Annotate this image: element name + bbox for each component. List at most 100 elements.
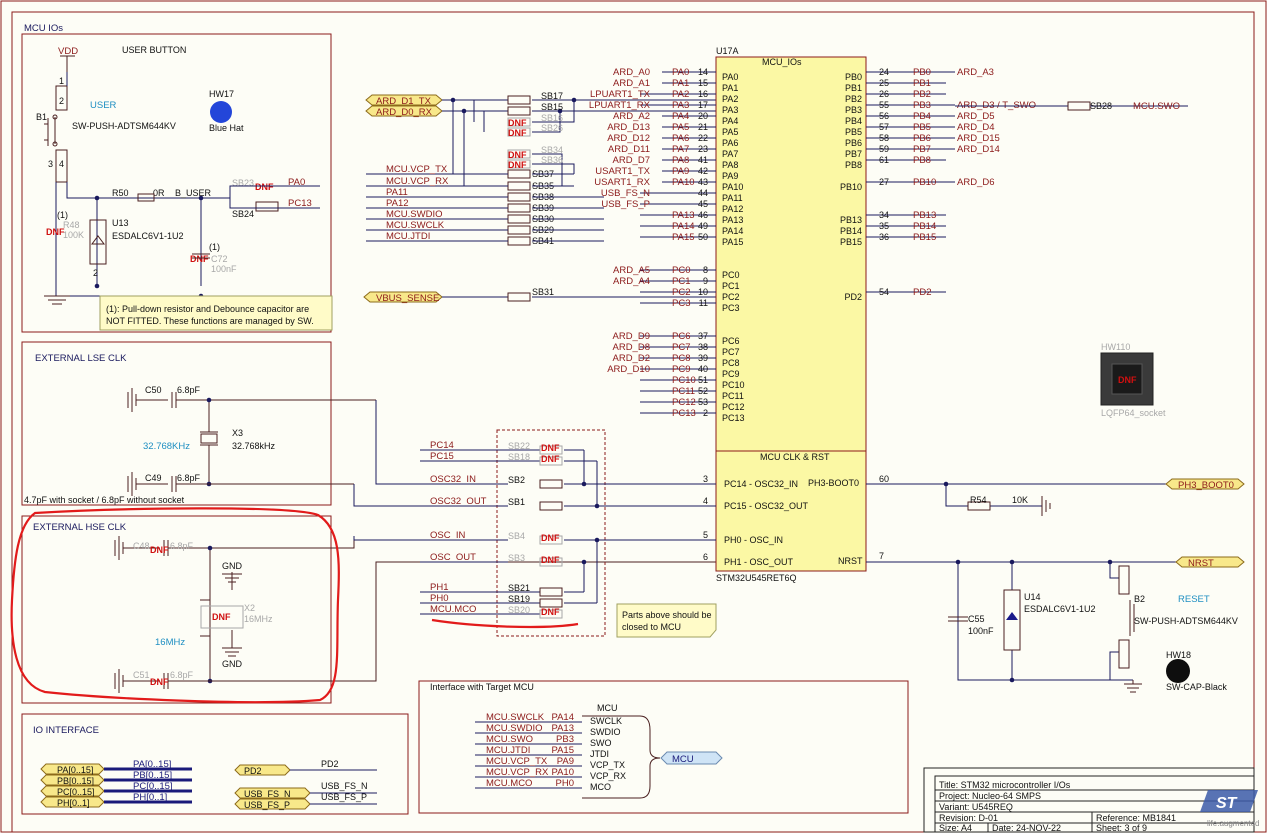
u17a-pin-number: 61 (879, 155, 889, 165)
sb28-symbol (1067, 101, 1091, 111)
clk-solder-bridge-ref: SB18 (508, 452, 530, 462)
mcu-interface-pin: PB3 (556, 734, 574, 745)
u14-body (1003, 589, 1021, 651)
junction (1107, 559, 1113, 565)
solder-bridge-dnf: DNF (508, 118, 527, 128)
solder-bridge (507, 149, 531, 159)
u13-body (89, 219, 107, 265)
left-net-labels: MCU.VCP_TXMCU.VCP_RXPA11PA12MCU.SWDIOMCU… (366, 164, 508, 242)
clk-solder-bridge (539, 501, 563, 511)
r50-symbol (137, 193, 155, 202)
sb24-ref: SB24 (232, 209, 254, 219)
u17a-pin-name: PC1 (722, 281, 740, 291)
mcu-interface-signal: VCP_RX (590, 771, 626, 781)
nrst-pin-name: NRST (838, 556, 863, 566)
solder-bridge (507, 225, 531, 235)
user-button-frame (21, 33, 332, 333)
vbus-sense-flag[interactable] (363, 291, 443, 303)
u17a-pin-net: PB15 (913, 232, 936, 243)
b2-pins-34 (1118, 639, 1130, 669)
mcu-interface-pin: PA14 (551, 712, 574, 723)
u14-ref: U14 (1024, 592, 1041, 602)
u17a-pin-net: PC12 (672, 397, 696, 408)
b1-pin4: 4 (59, 159, 64, 169)
mcu-interface-pin: PA15 (551, 745, 574, 756)
port-pb-flag[interactable] (40, 774, 105, 786)
lse-frame (21, 341, 332, 506)
u17a-pin-number: 20 (698, 111, 708, 121)
left-net-name: MCU.SWCLK (386, 220, 445, 231)
port-ph-flag[interactable] (40, 796, 105, 808)
b1-ref: B1 (36, 112, 47, 122)
boot0-pin-num: 60 (879, 474, 889, 484)
port-pc-label: PC[0..15] (57, 787, 95, 797)
u17a-pin-net: PA4 (672, 111, 689, 122)
u17a-pin-net: PA5 (672, 122, 689, 133)
u17a-pin-number: 24 (879, 67, 889, 77)
u17a-pin-name: PA9 (722, 171, 738, 181)
sb24-symbol (255, 201, 279, 212)
u17a-pin-signal: ARD_A1 (613, 78, 650, 89)
u17a-pin-number: 41 (698, 155, 708, 165)
bus-ph-label: PH[0..1] (133, 792, 167, 803)
boot0-flag[interactable] (1165, 478, 1245, 490)
u17a-pin-name: PB2 (845, 94, 862, 104)
u17a-clk-pin-name: PC14 - OSC32_IN (724, 479, 798, 489)
u17a-pin-name: PC3 (722, 303, 740, 313)
pd2-flag[interactable] (234, 764, 291, 776)
x2-crystal (200, 605, 244, 629)
u17a-pin-name: PB5 (845, 127, 862, 137)
u17a-pin-name: PA14 (722, 226, 743, 236)
clk-net-name: PH0 (430, 593, 448, 604)
lse-title: EXTERNAL LSE CLK (35, 353, 127, 364)
clk-solder-bridge (539, 456, 563, 466)
mcu-interface-net: MCU.JTDI (486, 745, 530, 756)
junction (571, 97, 577, 103)
u13-pin2: 2 (93, 268, 98, 278)
usb-n-flag[interactable] (234, 787, 311, 799)
junction (207, 545, 213, 551)
r48-ref: R48 (63, 220, 80, 230)
clk-solder-bridge-ref: SB22 (508, 441, 530, 451)
u17a-pin-net: PB4 (913, 111, 931, 122)
ard-d0-flag[interactable] (365, 105, 443, 117)
u17a-pin-number: 52 (698, 386, 708, 396)
u17a-pin-signal: ARD_A2 (613, 111, 650, 122)
port-pa-flag[interactable] (40, 763, 105, 775)
c72-dnf: DNF (190, 254, 209, 264)
x3-wires (200, 400, 218, 484)
lse-freq: 32.768KHz (143, 441, 190, 452)
u17a-pin-net: PC10 (672, 375, 696, 386)
clk-net-name: PH1 (430, 582, 448, 593)
u17a-pin-name: PC8 (722, 358, 740, 368)
solder-bridge-ref: SB17 (541, 91, 563, 101)
c49-ref: C49 (145, 473, 162, 483)
u17a-pin-number: 2 (703, 408, 708, 418)
clk-net-name: OSC32_IN (430, 474, 476, 485)
left-net-name: PA12 (386, 198, 409, 209)
usb-n-net: USB_FS_N (321, 781, 368, 791)
u17a-pin-name: PC7 (722, 347, 740, 357)
u17a-pin-name: PC9 (722, 369, 740, 379)
u17a-pin-signal: ARD_A3 (957, 67, 994, 78)
u17a-pin-number: 54 (879, 287, 889, 297)
vdd-symbol (60, 55, 75, 72)
u17a-pin-number: 10 (698, 287, 708, 297)
mcu-bubble-flag[interactable] (660, 751, 723, 765)
x2-value: 16MHz (244, 614, 273, 624)
u17a-pin-name: PD2 (844, 292, 862, 302)
usb-p-flag[interactable] (234, 798, 311, 810)
u17a-pin-net: PC3 (672, 298, 690, 309)
u17a-pin-signal: ARD_D4 (957, 122, 995, 133)
u17a-pin-signal: ARD_D7 (613, 155, 651, 166)
port-pc-flag[interactable] (40, 785, 105, 797)
u17a-pin-signal: ARD_D8 (613, 342, 651, 353)
u17a-pin-net: PB1 (913, 78, 931, 89)
ard-d1-flag[interactable] (365, 94, 443, 106)
b2-ref: B2 (1134, 594, 1145, 604)
u17a-pin-signal: ARD_D6 (957, 177, 995, 188)
user-button-title: USER BUTTON (122, 45, 186, 55)
nrst-flag[interactable] (1175, 556, 1245, 568)
tb-sheet: Sheet: 3 of 9 (1096, 823, 1147, 833)
